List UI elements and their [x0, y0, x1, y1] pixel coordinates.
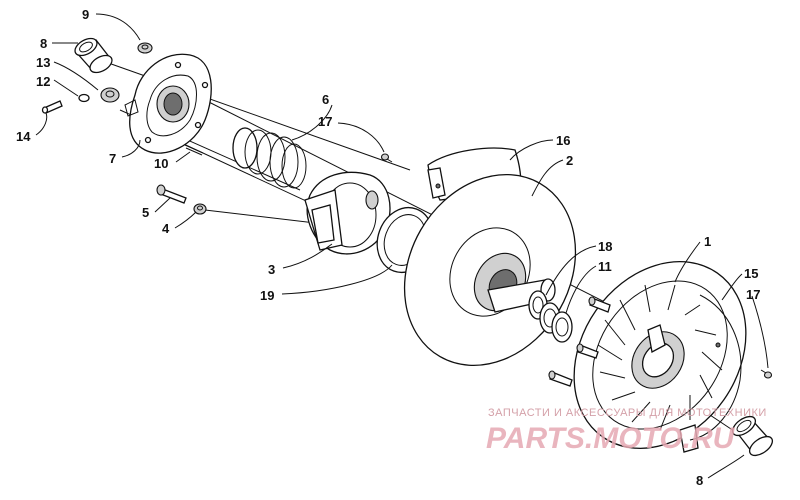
- part-4-nut: [193, 203, 207, 215]
- callout-15: 15: [744, 266, 758, 281]
- callout-10: 10: [154, 156, 168, 171]
- callout-3: 3: [268, 262, 275, 277]
- callout-17-top: 17: [318, 114, 332, 129]
- part-6-spring: [232, 127, 307, 189]
- part-15-backing-plate: [689, 294, 742, 441]
- part-14-pin: [41, 100, 63, 114]
- callout-2: 2: [566, 153, 573, 168]
- part-5-bolt: [156, 184, 187, 204]
- callout-7: 7: [109, 151, 116, 166]
- callout-11: 11: [598, 259, 612, 274]
- callout-labels: 9 8 13 12 14 7 10 6 17 5 4 3 19 16 2 18 …: [16, 7, 760, 488]
- callout-6: 6: [322, 92, 329, 107]
- callout-19: 19: [260, 288, 274, 303]
- part-17-screw-bottom: [760, 369, 773, 379]
- callout-16: 16: [556, 133, 570, 148]
- callout-8-top: 8: [40, 36, 47, 51]
- watermark: ЗАПЧАСТИ И АКСЕССУАРЫ ДЛЯ МОТОТЕХНИКИ PA…: [486, 407, 767, 455]
- part-8-bushing-bottom: [731, 415, 774, 457]
- watermark-brand: PARTS.MOTO.RU: [486, 422, 736, 455]
- leader-lines: [35, 13, 769, 479]
- callout-13: 13: [36, 55, 50, 70]
- part-12-washer: [78, 93, 90, 103]
- callout-14: 14: [16, 129, 31, 144]
- part-1-movable-sheave: [548, 261, 747, 453]
- callout-9: 9: [82, 7, 89, 22]
- callout-8-bottom: 8: [696, 473, 703, 488]
- callout-12: 12: [36, 74, 50, 89]
- part-13-bushing: [100, 87, 120, 103]
- part-7-cover-plate: [124, 53, 212, 154]
- part-8-bushing-top: [74, 37, 113, 74]
- part-9-nut: [137, 42, 153, 54]
- part-11-washers: [539, 302, 573, 343]
- callout-18: 18: [598, 239, 612, 254]
- part-17-screw-top: [380, 153, 393, 163]
- callout-4: 4: [162, 221, 170, 236]
- part-3-cam: [304, 171, 391, 255]
- part-2-sheave: [403, 173, 577, 367]
- part-10-pin: [184, 144, 204, 156]
- callout-17-bottom: 17: [746, 287, 760, 302]
- callout-1: 1: [704, 234, 711, 249]
- watermark-tagline: ЗАПЧАСТИ И АКСЕССУАРЫ ДЛЯ МОТОТЕХНИКИ: [488, 407, 767, 419]
- callout-5: 5: [142, 205, 149, 220]
